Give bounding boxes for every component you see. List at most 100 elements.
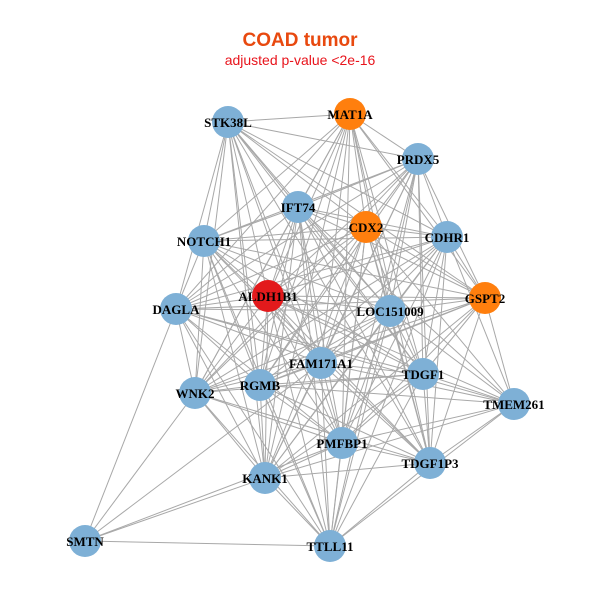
- node-label: GSPT2: [465, 291, 505, 306]
- edge-cdhr1-aldh1b1: [267, 236, 448, 297]
- node-tdgf1: TDGF1: [402, 358, 444, 390]
- node-aldh1b1: ALDH1B1: [238, 280, 298, 312]
- edge-mat1a-cdx2: [349, 113, 367, 228]
- node-smtn: SMTN: [66, 525, 104, 557]
- node-label: TTLL11: [307, 539, 354, 554]
- node-label: TMEM261: [483, 397, 544, 412]
- node-label: CDX2: [349, 220, 384, 235]
- node-prdx5: PRDX5: [397, 143, 440, 175]
- edge-dagla-smtn: [84, 308, 177, 542]
- node-circle: [188, 225, 220, 257]
- edge-stk38l-cdhr1: [227, 121, 448, 238]
- edge-gspt2-tmem261: [484, 297, 515, 405]
- node-circle: [498, 388, 530, 420]
- node-label: LOC151009: [356, 304, 424, 319]
- edge-cdhr1-wnk2: [194, 236, 448, 394]
- edge-loc151009-tdgf1p3: [389, 310, 431, 464]
- node-label: DAGLA: [153, 302, 201, 317]
- node-tmem261: TMEM261: [483, 388, 545, 420]
- node-mat1a: MAT1A: [327, 98, 373, 130]
- edge-loc151009-pmfbp1: [341, 310, 391, 444]
- edge-stk38l-notch1: [203, 121, 229, 242]
- edge-aldh1b1-gspt2: [267, 295, 486, 299]
- figure-subtitle: adjusted p-value <2e-16: [224, 52, 376, 68]
- edge-dagla-ttll11: [175, 308, 331, 547]
- node-circle: [249, 462, 281, 494]
- edge-mat1a-tdgf1: [349, 113, 424, 375]
- edge-cdx2-gspt2: [365, 226, 486, 299]
- edge-cdx2-notch1: [203, 226, 367, 242]
- edge-mat1a-notch1: [203, 113, 351, 242]
- edge-wnk2-smtn: [84, 392, 196, 542]
- edge-fam171a1-tdgf1: [320, 362, 424, 375]
- edge-cdhr1-dagla: [175, 236, 448, 310]
- edge-cdhr1-tdgf1p3: [429, 236, 448, 464]
- edge-notch1-rgmb: [203, 240, 261, 386]
- node-tdgf1p3: TDGF1P3: [401, 447, 459, 479]
- edge-gspt2-tdgf1p3: [429, 297, 486, 464]
- edge-loc151009-wnk2: [194, 310, 391, 394]
- edge-notch1-gspt2: [203, 240, 486, 299]
- edge-gspt2-rgmb: [259, 297, 486, 386]
- node-circle: [414, 447, 446, 479]
- node-label: TDGF1P3: [401, 456, 459, 471]
- node-cdx2: CDX2: [349, 211, 384, 243]
- edge-tdgf1-kank1: [264, 373, 424, 479]
- node-label: ALDH1B1: [238, 289, 297, 304]
- edge-gspt2-tdgf1: [422, 297, 486, 375]
- edge-ift74-wnk2: [194, 206, 299, 394]
- node-label: MAT1A: [327, 107, 373, 122]
- edge-tdgf1p3-ttll11: [329, 462, 431, 547]
- edge-stk38l-fam171a1: [227, 121, 322, 364]
- edge-mat1a-gspt2: [349, 113, 486, 299]
- node-circle: [334, 98, 366, 130]
- node-notch1: NOTCH1: [177, 225, 231, 257]
- edge-notch1-wnk2: [194, 240, 205, 394]
- edge-mat1a-dagla: [175, 113, 351, 310]
- edge-notch1-kank1: [203, 240, 266, 479]
- node-label: PRDX5: [397, 152, 440, 167]
- edge-ift74-notch1: [203, 206, 299, 242]
- edge-stk38l-tdgf1: [227, 121, 424, 375]
- edge-rgmb-tdgf1p3: [259, 384, 431, 464]
- node-pmfbp1: PMFBP1: [316, 427, 368, 459]
- edge-ift74-tdgf1p3: [297, 206, 431, 464]
- node-wnk2: WNK2: [176, 377, 215, 409]
- edge-stk38l-gspt2: [227, 121, 486, 299]
- edge-mat1a-pmfbp1: [341, 113, 351, 444]
- edge-cdhr1-ttll11: [329, 236, 448, 547]
- node-circle: [326, 427, 358, 459]
- node-circle: [350, 211, 382, 243]
- edge-tmem261-tdgf1p3: [429, 403, 515, 464]
- node-loc151009: LOC151009: [356, 295, 424, 327]
- node-rgmb: RGMB: [240, 369, 281, 401]
- edge-cdx2-fam171a1: [320, 226, 367, 364]
- edge-cdhr1-notch1: [203, 236, 448, 242]
- node-label: KANK1: [242, 471, 288, 486]
- edge-notch1-pmfbp1: [203, 240, 343, 444]
- edge-stk38l-dagla: [175, 121, 229, 310]
- node-ift74: IFT74: [281, 191, 316, 223]
- node-layer: STK38LMAT1APRDX5IFT74CDX2CDHR1NOTCH1ALDH…: [66, 98, 545, 562]
- edge-cdhr1-pmfbp1: [341, 236, 448, 444]
- edge-cdhr1-tmem261: [446, 236, 515, 405]
- node-cdhr1: CDHR1: [425, 221, 469, 253]
- edge-cdhr1-tdgf1: [422, 236, 448, 375]
- node-label: SMTN: [66, 534, 104, 549]
- edge-aldh1b1-pmfbp1: [267, 295, 343, 444]
- node-gspt2: GSPT2: [465, 282, 505, 314]
- edge-prdx5-dagla: [175, 158, 419, 310]
- edge-stk38l-rgmb: [227, 121, 261, 386]
- edge-tdgf1-wnk2: [194, 373, 424, 394]
- node-label: NOTCH1: [177, 234, 231, 249]
- edge-ift74-tmem261: [297, 206, 515, 405]
- edge-dagla-tdgf1: [175, 308, 424, 375]
- edge-tdgf1p3-kank1: [264, 462, 431, 479]
- node-label: WNK2: [176, 386, 215, 401]
- edge-dagla-kank1: [175, 308, 266, 479]
- edge-kank1-smtn: [84, 477, 266, 542]
- edge-dagla-tmem261: [175, 308, 515, 405]
- edge-prdx5-loc151009: [389, 158, 419, 312]
